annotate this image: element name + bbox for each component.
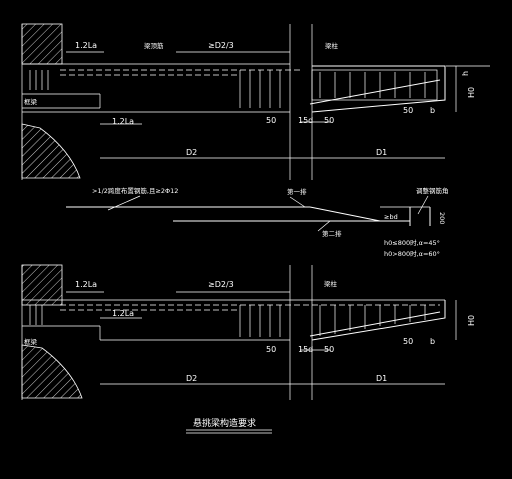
bottom-H0: H0	[467, 315, 476, 326]
bottom-wall-hatch	[21, 264, 63, 306]
top-bottom-anchor-label: 1.2La	[112, 117, 134, 126]
bottom-dim50-right: 50	[403, 337, 413, 346]
bottom-dim-b: b	[430, 337, 435, 346]
top-stirrups	[29, 70, 426, 108]
bottom-anchor-label: 1.2La	[75, 280, 97, 289]
mid-second-leader	[317, 220, 331, 232]
mid-second-row-label: 第二排	[322, 229, 342, 238]
bottom-wall-label: 框梁	[24, 337, 38, 346]
top-span-ratio: ≥D2/3	[208, 41, 234, 50]
top-column-label: 梁柱	[325, 41, 339, 50]
bottom-column-label: 梁柱	[324, 279, 338, 288]
top-h: h	[461, 71, 470, 76]
top-cantilever-inner	[311, 69, 438, 101]
middle-detail: >1/2跨度布置钢筋,且≥2Φ12 第一排 第二排 调整钢筋角 ≥bd 200 …	[66, 186, 449, 258]
bottom-bent-bar	[309, 311, 441, 337]
bottom-stirrups	[29, 305, 426, 337]
mid-note-leader	[107, 195, 141, 211]
top-detail: 1.2La 梁顶筋 ≥D2/3 梁柱 1.2La 框梁 50 15d 50 50…	[21, 23, 490, 180]
mid-bar-bend	[309, 206, 381, 222]
top-dim50-mid: 50	[324, 116, 334, 125]
top-dim-b: b	[430, 106, 435, 115]
top-H0: H0	[467, 87, 476, 98]
mid-first-row-label: 第一排	[287, 187, 307, 196]
top-bent-bar	[309, 79, 441, 105]
top-D2: D2	[186, 148, 197, 157]
top-dim15d: 15d	[298, 116, 313, 125]
mid-right-note: 调整钢筋角	[416, 186, 449, 195]
bottom-cantilever-outline	[311, 300, 446, 341]
mid-rule1: h0≤800时,α=45°	[384, 238, 440, 247]
bottom-detail: 1.2La ≥D2/3 1.2La 梁柱 框梁 50 15d 50 50 b D…	[21, 264, 476, 400]
top-wall-label: 框梁	[24, 97, 38, 106]
top-wall-hatch-lower	[21, 123, 81, 179]
mid-first-leader	[289, 196, 306, 208]
top-D1: D1	[376, 148, 387, 157]
mid-200: 200	[438, 212, 446, 224]
top-anchor-label: 1.2La	[75, 41, 97, 50]
bottom-dim15d: 15d	[298, 345, 313, 354]
mid-note: >1/2跨度布置钢筋,且≥2Φ12	[92, 186, 178, 195]
top-cantilever-outline	[311, 65, 446, 113]
top-wall-hatch	[21, 23, 63, 65]
bottom-wall-hatch-lower	[21, 344, 83, 399]
bottom-span-ratio: ≥D2/3	[208, 280, 234, 289]
bottom-D1: D1	[376, 374, 387, 383]
mid-xbd: ≥bd	[384, 213, 398, 221]
caption: 悬挑梁构造要求	[193, 417, 256, 429]
bottom-dim50-mid: 50	[324, 345, 334, 354]
mid-right-leader	[417, 195, 429, 215]
bottom-D2: D2	[186, 374, 197, 383]
bottom-bottom-anchor-label: 1.2La	[112, 309, 134, 318]
top-dim50-left: 50	[266, 116, 276, 125]
top-dim50-right: 50	[403, 106, 413, 115]
bottom-dim50-left: 50	[266, 345, 276, 354]
top-bar-note: 梁顶筋	[144, 41, 164, 50]
mid-rule2: h0>800时,α=60°	[384, 249, 440, 258]
